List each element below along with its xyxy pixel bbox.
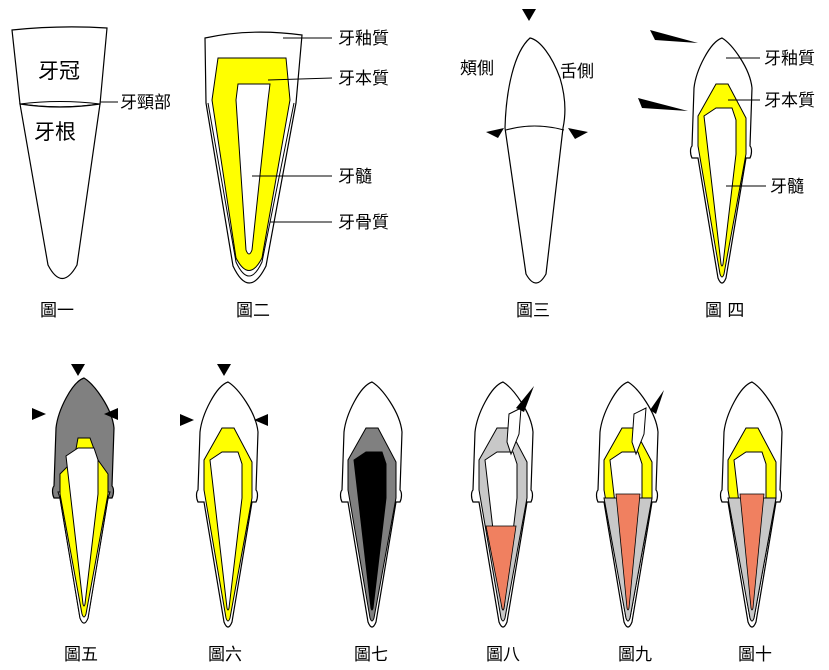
buccal-label: 頰側 <box>460 59 494 79</box>
figure-7-tooth-gray <box>339 381 403 628</box>
cementum-label: 牙骨質 <box>338 213 389 233</box>
figure-5-tooth-dark-crown <box>51 377 115 624</box>
figure-3-side-view <box>504 37 566 284</box>
figure-5-caption: 圖五 <box>64 645 98 665</box>
fig6-right-arrow <box>254 414 268 426</box>
figure-10-caption: 圖十 <box>738 645 772 665</box>
neck-label: 牙頸部 <box>120 93 171 113</box>
enamel-label: 牙釉質 <box>338 29 389 49</box>
fig4-pulp-label: 牙髓 <box>770 177 804 197</box>
fig5-left-arrow <box>32 408 46 420</box>
figure-10-full-repair <box>719 381 783 628</box>
fig9-fracture-arrow <box>650 390 664 414</box>
fig6-left-arrow <box>180 414 194 426</box>
figure-6-tooth-forces <box>195 381 259 628</box>
fig4-enamel-label: 牙釉質 <box>764 49 815 69</box>
lingual-pressure-arrow <box>568 128 588 139</box>
upper-force-arrow <box>650 30 698 43</box>
figure-8-fractured-tooth <box>470 381 534 628</box>
figure-3-caption: 圖三 <box>516 301 550 321</box>
figure-1-caption: 圖一 <box>40 301 74 321</box>
figure-4-tooth-with-force <box>689 37 753 284</box>
fig8-fracture-arrow <box>516 386 534 412</box>
figure-9-partial-repair <box>595 381 659 628</box>
figure-6-caption: 圖六 <box>208 645 242 665</box>
figure-1-tooth-outline <box>11 26 108 280</box>
figure-9-caption: 圖九 <box>618 645 652 665</box>
fig5-top-arrow <box>71 364 85 376</box>
dentin-leader-line <box>267 77 333 81</box>
figure-7-caption: 圖七 <box>354 645 388 665</box>
pulp-label: 牙髓 <box>338 167 372 187</box>
figure-2-tooth-anatomy <box>204 31 303 284</box>
dentin-label: 牙本質 <box>338 69 389 89</box>
fig5-right-arrow <box>104 408 118 420</box>
lower-force-arrow <box>638 98 688 111</box>
occlusal-force-arrow <box>522 9 536 21</box>
fig6-top-arrow <box>217 364 231 376</box>
figure-8-caption: 圖八 <box>486 645 520 665</box>
root-label: 牙根 <box>34 120 76 144</box>
crown-label: 牙冠 <box>38 59 80 83</box>
buccal-pressure-arrow <box>486 128 504 138</box>
figure-2-caption: 圖二 <box>236 301 270 321</box>
figure-4-caption: 圖 四 <box>705 301 744 321</box>
fig4-dentin-label: 牙本質 <box>764 91 815 111</box>
lingual-label: 舌側 <box>560 62 594 82</box>
